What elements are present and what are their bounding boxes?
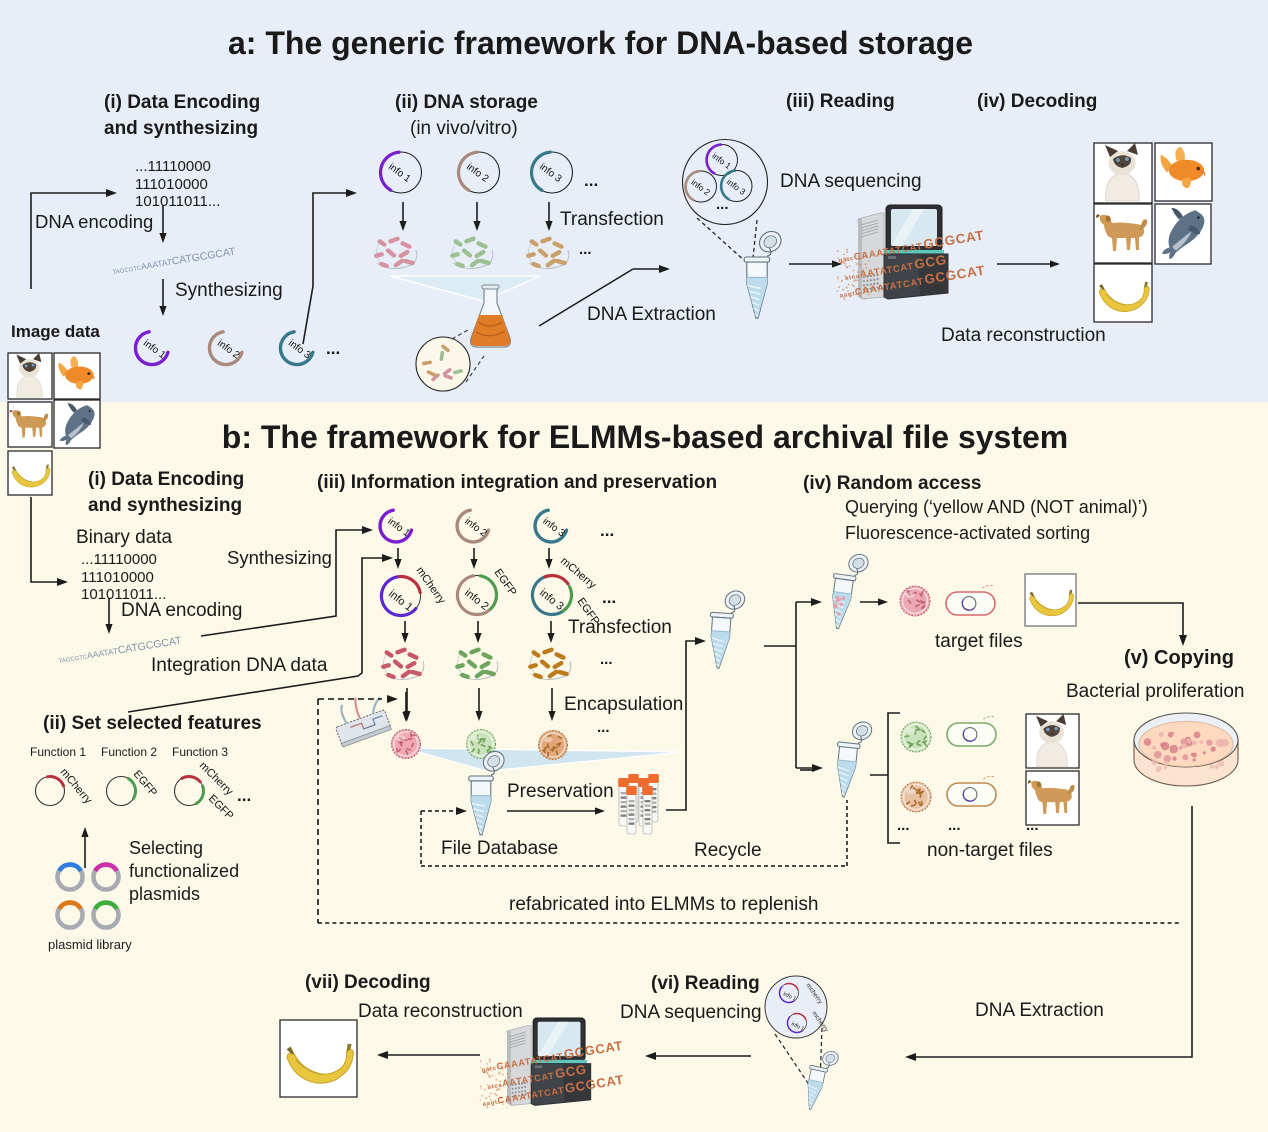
svg-text:info 3: info 3 [537,587,566,613]
svg-text:info 1: info 1 [782,991,797,1002]
svg-text:mCherry: mCherry [558,555,598,592]
svg-text:EGFP: EGFP [206,793,236,823]
svg-text:info 2: info 2 [462,587,491,613]
svg-text:info 1: info 1 [790,1021,805,1032]
svg-text:info 1: info 1 [386,588,415,614]
